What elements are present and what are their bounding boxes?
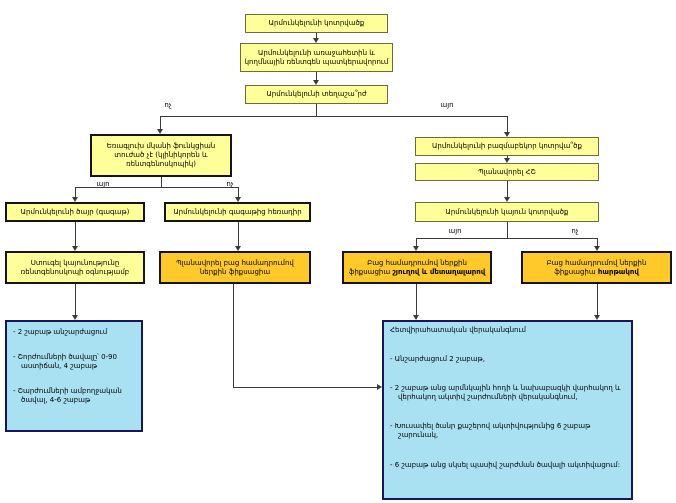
- connector-arrow: [157, 129, 163, 134]
- decision-label-yes: այո: [448, 227, 462, 235]
- connector-arrow: [235, 246, 241, 251]
- orif-pin-wire-text: Բաց համադրումով ներքին ֆիքսացիա շյուղով …: [348, 258, 486, 276]
- connector-line: [75, 187, 238, 188]
- rehab-item: - 6 շաբաթ անց սկսել պասիվ շարժման ծավալի…: [390, 460, 621, 469]
- connector-line: [75, 284, 76, 315]
- connector-arrow: [313, 80, 319, 85]
- node-plan-ct: Պլանավորել ՀՇ: [415, 163, 599, 181]
- connector-line: [75, 187, 76, 197]
- connector-line: [507, 181, 508, 197]
- connector-arrow: [72, 315, 78, 320]
- rehab-item: - Շորժումների ծավալը՝ 0-90 աստիճան, 4 շա…: [13, 353, 117, 371]
- connector-arrow: [504, 158, 510, 163]
- connector-line: [233, 387, 377, 388]
- postop-rehab-title: Հետվիրահատական վերականգնում: [390, 326, 526, 334]
- decision-label-no: ոչ: [226, 180, 234, 188]
- decision-label-no: ոչ: [571, 227, 579, 235]
- connector-line: [507, 156, 508, 158]
- connector-line: [233, 284, 234, 387]
- connector-line: [75, 222, 76, 246]
- node-triceps-intact: Եռագլուխ մկանի ֆունկցիան տուժած չէ (կլին…: [90, 134, 232, 177]
- node-displacement-question: Արմունկելունի տեղաշա՞րժ: [245, 85, 388, 104]
- node-distal-fracture: Արմունկելունի գագաթից հեռադիր: [164, 202, 311, 222]
- rehab-item: - 2 շաբաթ անշարժացում: [13, 328, 108, 336]
- connector-line: [160, 116, 161, 129]
- connector-line: [597, 238, 598, 246]
- connector-line: [316, 104, 317, 116]
- decision-label-yes: այո: [96, 180, 110, 188]
- rehab-item: - 2 շաբաթ անց արմնկային հոդի և նախաբազկի…: [390, 384, 621, 402]
- rehab-item: - Շարժումների ամբողջական ծավալ, 4-6 շաբա…: [13, 387, 122, 405]
- orif-plate-text: Բաց համադրումով ներքին ֆիքսացիա հարթակով: [546, 258, 647, 276]
- node-check-stability: Ստուգել կայունությունը ռենտգենոսկոպի օգն…: [5, 251, 145, 284]
- connector-arrow: [413, 246, 419, 251]
- connector-line: [597, 284, 598, 315]
- connector-line: [316, 72, 317, 80]
- node-orif-pin-wire: Բաց համադրումով ներքին ֆիքսացիա շյուղով …: [342, 251, 492, 284]
- connector-line: [161, 177, 162, 187]
- connector-arrow: [594, 246, 600, 251]
- panel-conservative-rehab: - 2 շաբաթ անշարժացում - Շորժումների ծավա…: [5, 320, 143, 432]
- panel-postop-rehab: Հետվիրահատական վերականգնում - Անշարժացու…: [382, 320, 633, 500]
- connector-line: [238, 187, 239, 197]
- connector-arrow: [504, 132, 510, 137]
- node-tip-fracture: Արմունկելունի ծայր (գագաթ): [5, 202, 145, 222]
- decision-label-no: ոչ: [164, 101, 172, 109]
- rehab-item: - Խուսափել ծանր քաշերով ակտիվությունից 6…: [390, 422, 591, 440]
- connector-line: [238, 222, 239, 246]
- connector-line: [507, 116, 508, 132]
- connector-arrow: [313, 38, 319, 43]
- node-fracture: Արմունկելունի կոտրվածք: [245, 14, 388, 33]
- connector-arrow: [594, 315, 600, 320]
- connector-arrow: [72, 197, 78, 202]
- connector-line: [316, 33, 317, 38]
- node-plan-orif: Պլանավորել բաց համադրումով ներքին ֆիքսաց…: [159, 251, 311, 284]
- connector-line: [416, 238, 597, 239]
- rehab-item: - Անշարժացում 2 շաբաթ,: [390, 355, 485, 364]
- connector-line: [160, 116, 507, 117]
- node-comminuted-question: Արմունկելունի բազմաբեկոր կոտրվա՞ծք: [415, 137, 599, 156]
- node-orif-plate: Բաց համադրումով ներքին ֆիքսացիա հարթակով: [521, 251, 672, 284]
- node-imaging: Արմունկելունի առաջահետին և կողմնային ռեն…: [240, 43, 393, 72]
- connector-arrow: [72, 246, 78, 251]
- connector-line: [507, 222, 508, 238]
- node-stable-fracture: Արմունկելունի կայուն կոտրվածք: [415, 202, 599, 222]
- connector-arrow: [504, 197, 510, 202]
- connector-line: [416, 284, 417, 315]
- connector-arrow: [377, 384, 382, 390]
- decision-label-yes: այո: [440, 101, 454, 109]
- connector-arrow: [235, 197, 241, 202]
- connector-arrow: [413, 315, 419, 320]
- connector-line: [416, 238, 417, 246]
